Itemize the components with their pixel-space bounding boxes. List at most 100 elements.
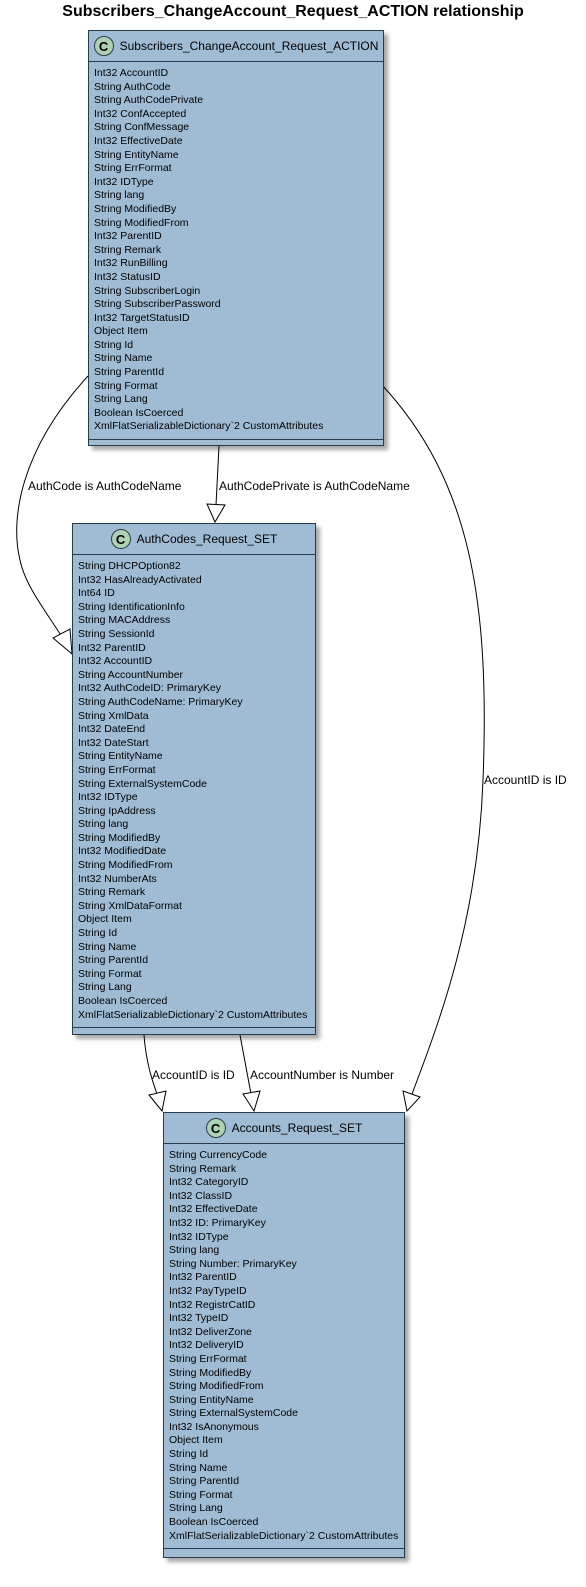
- attribute: Int32 ParentID: [94, 230, 162, 243]
- attribute: String Lang: [78, 981, 132, 994]
- attribute: String EntityName: [78, 750, 163, 763]
- method-compartment: [89, 440, 383, 448]
- edge-label-accountid-top: AccountID is ID: [484, 773, 567, 787]
- attribute: String ModifiedFrom: [94, 216, 189, 229]
- attribute: String Lang: [94, 393, 148, 406]
- attribute: Object Item: [169, 1434, 223, 1447]
- attribute: Object Item: [78, 913, 132, 926]
- attribute: Int32 AuthCodeID: PrimaryKey: [78, 682, 221, 695]
- attribute: String Remark: [94, 243, 162, 256]
- attribute: String AuthCodeName: PrimaryKey: [78, 695, 243, 708]
- class-name: Accounts_Request_SET: [231, 1121, 363, 1135]
- attribute-list: Int32 AccountID String AuthCode String A…: [89, 62, 383, 441]
- attribute: String Name: [78, 940, 137, 953]
- attribute: Int32 IDType: [169, 1230, 229, 1243]
- attribute: Int32 PayTypeID: [169, 1284, 247, 1297]
- attribute: String Format: [94, 379, 158, 392]
- edge-accountid-bottom-arrowhead: [148, 1090, 167, 1113]
- attribute: String SessionId: [78, 627, 155, 640]
- class-header: C AuthCodes_Request_SET: [73, 524, 315, 555]
- attribute: Int32 ClassID: [169, 1189, 233, 1202]
- edge-authcodeprivate: [215, 445, 220, 506]
- class-accounts-request-set[interactable]: C Accounts_Request_SET String CurrencyCo…: [163, 1112, 405, 1558]
- attribute: String AccountNumber: [78, 668, 184, 681]
- attribute: String ParentId: [94, 366, 165, 379]
- method-compartment: [164, 1549, 404, 1557]
- attribute: Int32 EffectiveDate: [94, 134, 183, 147]
- attribute: String Remark: [78, 886, 146, 899]
- edge-label-accountnumber: AccountNumber is Number: [250, 1068, 395, 1082]
- attribute-list: String DHCPOption82 Int32 HasAlreadyActi…: [73, 555, 315, 1029]
- attribute: String AuthCode: [94, 80, 171, 93]
- attribute: Boolean IsCoerced: [78, 995, 168, 1007]
- attribute: Int32 IDType: [94, 175, 154, 188]
- attribute: String Name: [169, 1461, 228, 1474]
- attribute: String Number: PrimaryKey: [169, 1257, 297, 1270]
- attribute: String lang: [169, 1244, 220, 1257]
- attribute: String Remark: [169, 1162, 237, 1175]
- attribute: Int32 HasAlreadyActivated: [78, 573, 202, 586]
- attribute: Int32 ID: PrimaryKey: [169, 1216, 266, 1229]
- attribute: String SubscriberLogin: [94, 284, 201, 297]
- edge-accountid-bottom: [143, 1034, 158, 1095]
- attribute: Int32 NumberAts: [78, 872, 157, 885]
- attribute: String ModifiedBy: [94, 202, 177, 215]
- attribute: String XmlDataFormat: [78, 899, 182, 912]
- attribute: String EntityName: [94, 148, 179, 161]
- class-authcodes-request-set[interactable]: C AuthCodes_Request_SET String DHCPOptio…: [72, 523, 316, 1035]
- attribute: XmlFlatSerializableDictionary`2 CustomAt…: [78, 1008, 308, 1021]
- class-name: AuthCodes_Request_SET: [136, 532, 278, 546]
- attribute: String XmlData: [78, 709, 149, 722]
- attribute: Int32 EffectiveDate: [169, 1203, 258, 1216]
- attribute: Int32 DeliveryID: [169, 1339, 244, 1352]
- attribute: String DHCPOption82: [78, 560, 181, 572]
- attribute: Int32 ParentID: [78, 641, 146, 654]
- attribute: String IpAddress: [78, 804, 156, 817]
- attribute: Int32 ConfAccepted: [94, 107, 187, 120]
- method-compartment: [73, 1028, 315, 1036]
- attribute: Object Item: [94, 325, 148, 338]
- attribute-list: String CurrencyCode String Remark Int32 …: [164, 1144, 404, 1550]
- edge-authcode: [16, 375, 89, 638]
- edge-label-authcode: AuthCode is AuthCodeName: [28, 479, 182, 493]
- edge-authcodeprivate-arrowhead: [206, 503, 226, 524]
- attribute: String Id: [169, 1448, 209, 1461]
- attribute: String ParentId: [169, 1475, 240, 1488]
- attribute: Int32 ParentID: [169, 1271, 237, 1284]
- attribute: Int32 IsAnonymous: [169, 1420, 259, 1433]
- diagram-title: Subscribers_ChangeAccount_Request_ACTION…: [62, 3, 524, 20]
- attribute: String ModifiedBy: [169, 1366, 252, 1379]
- attribute: String Id: [94, 338, 134, 351]
- attribute: String Format: [169, 1488, 233, 1501]
- edge-authcode-arrowhead: [52, 628, 73, 656]
- edge-accountnumber-arrowhead: [242, 1090, 261, 1113]
- attribute: String Lang: [169, 1502, 223, 1515]
- attribute: Int32 AccountID: [78, 655, 153, 668]
- attribute: String ExternalSystemCode: [78, 777, 207, 790]
- attribute: String ModifiedFrom: [169, 1380, 264, 1393]
- class-subscribers-changeaccount[interactable]: C Subscribers_ChangeAccount_Request_ACTI…: [88, 30, 384, 446]
- attribute: String ExternalSystemCode: [169, 1407, 298, 1420]
- attribute: Int32 CategoryID: [169, 1176, 249, 1189]
- attribute: Int32 DeliverZone: [169, 1325, 252, 1338]
- attribute: Int32 DateStart: [78, 736, 149, 749]
- attribute: Int32 RunBilling: [94, 257, 168, 270]
- edge-label-authcodeprivate: AuthCodePrivate is AuthCodeName: [219, 479, 410, 493]
- attribute: Int32 RegistrCatID: [169, 1298, 256, 1311]
- attribute: Int32 TargetStatusID: [94, 311, 190, 324]
- attribute: Int64 ID: [78, 587, 115, 600]
- attribute: String ErrFormat: [78, 763, 156, 776]
- class-icon: C: [110, 529, 131, 549]
- attribute: String EntityName: [169, 1393, 254, 1406]
- edge-accountid-top: [381, 384, 485, 1095]
- class-header: C Accounts_Request_SET: [164, 1113, 404, 1144]
- attribute: String CurrencyCode: [169, 1149, 268, 1161]
- attribute: String ModifiedBy: [78, 831, 161, 844]
- attribute: XmlFlatSerializableDictionary`2 CustomAt…: [169, 1529, 399, 1542]
- edge-accountnumber: [239, 1034, 252, 1095]
- attribute: String Name: [94, 352, 153, 365]
- attribute: Int32 StatusID: [94, 270, 161, 283]
- attribute: String SubscriberPassword: [94, 298, 221, 311]
- edge-accountid-top-arrowhead: [402, 1090, 421, 1113]
